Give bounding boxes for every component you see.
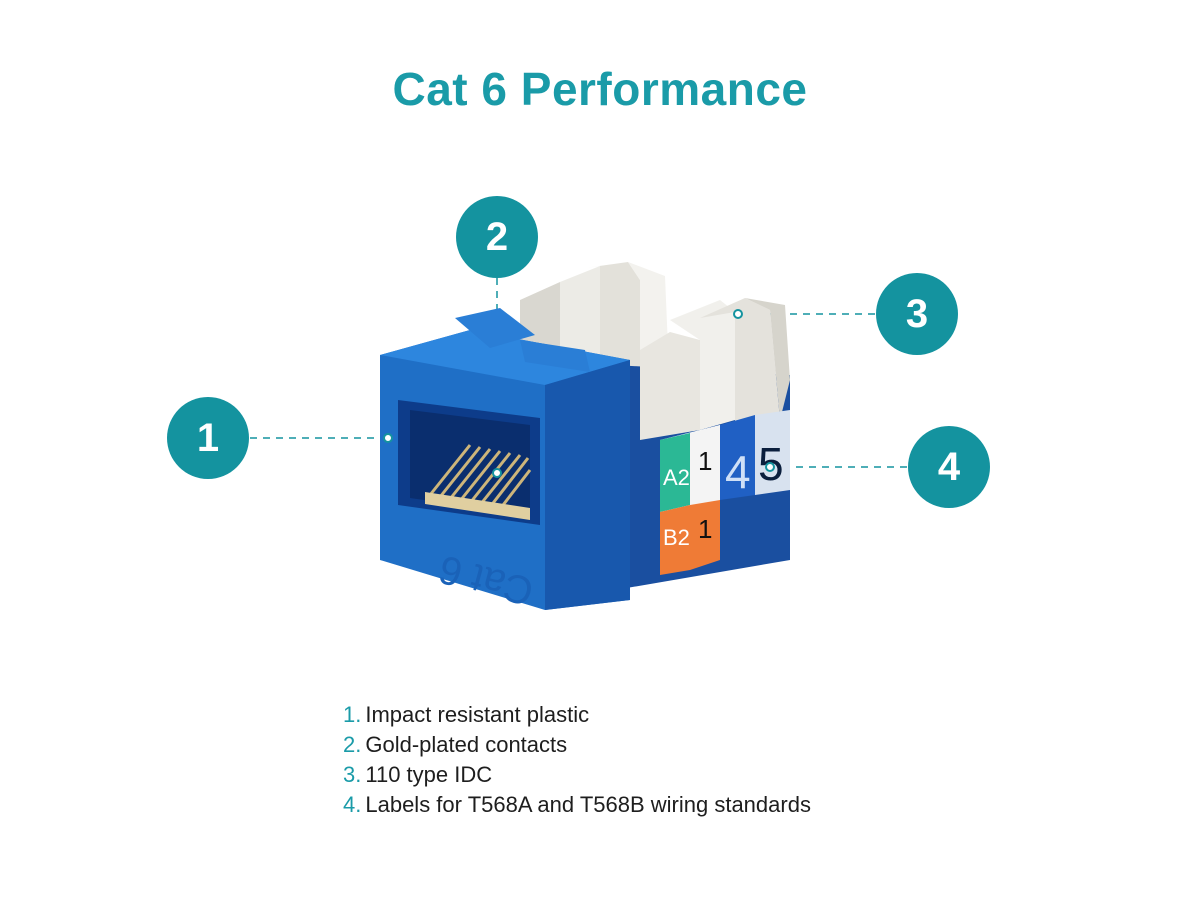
label-b-num: 1 bbox=[698, 514, 712, 544]
legend-item-number: 3. bbox=[343, 762, 362, 787]
callout-3-number: 3 bbox=[905, 291, 929, 336]
callout-dots bbox=[383, 309, 775, 478]
callout-2: 2 bbox=[456, 196, 538, 278]
legend-item-4: 4.Labels for T568A and T568B wiring stan… bbox=[343, 790, 811, 820]
legend-item-1: 1.Impact resistant plastic bbox=[343, 700, 811, 730]
idc-front-row bbox=[640, 298, 790, 440]
legend-item-text: 110 type IDC bbox=[365, 762, 493, 787]
top-latch bbox=[455, 308, 535, 348]
callout-dot-3 bbox=[733, 309, 743, 319]
label-b-orange bbox=[660, 505, 690, 575]
callout-2-number: 2 bbox=[485, 214, 509, 259]
legend-item-number: 4. bbox=[343, 792, 362, 817]
callout-dot-4 bbox=[765, 462, 775, 472]
feature-legend: 1.Impact resistant plastic 2.Gold-plated… bbox=[343, 700, 811, 820]
legend-item-2: 2.Gold-plated contacts bbox=[343, 730, 811, 760]
jack-front-housing: Cat 6 bbox=[380, 308, 630, 614]
legend-item-number: 1. bbox=[343, 702, 362, 727]
wiring-label-panel: A2 1 B2 1 4 5 bbox=[660, 410, 790, 575]
callout-dot-2 bbox=[492, 468, 502, 478]
callout-3: 3 bbox=[876, 273, 958, 355]
callout-dot-1 bbox=[383, 433, 393, 443]
legend-item-number: 2. bbox=[343, 732, 362, 757]
callout-1-number: 1 bbox=[196, 415, 220, 460]
label-a-num: 1 bbox=[698, 446, 712, 476]
gold-contacts bbox=[428, 444, 532, 510]
label-a-green bbox=[660, 433, 690, 512]
legend-item-3: 3.110 type IDC bbox=[343, 760, 811, 790]
callout-4-number: 4 bbox=[937, 444, 961, 489]
keystone-jack-illustration: A2 1 B2 1 4 5 Cat 6 bbox=[250, 262, 908, 614]
legend-item-text: Gold-plated contacts bbox=[365, 732, 568, 757]
label-b-code: B2 bbox=[663, 525, 690, 550]
label-a-code: A2 bbox=[663, 465, 690, 490]
callout-4: 4 bbox=[908, 426, 990, 508]
page-title: Cat 6 Performance bbox=[392, 63, 808, 115]
legend-item-text: Labels for T568A and T568B wiring standa… bbox=[365, 792, 811, 817]
label-pin-5-panel bbox=[755, 410, 790, 495]
callout-1: 1 bbox=[167, 397, 249, 479]
label-pin-4-panel bbox=[720, 415, 755, 500]
legend-item-text: Impact resistant plastic bbox=[365, 702, 590, 727]
label-pin-4: 4 bbox=[725, 446, 751, 498]
